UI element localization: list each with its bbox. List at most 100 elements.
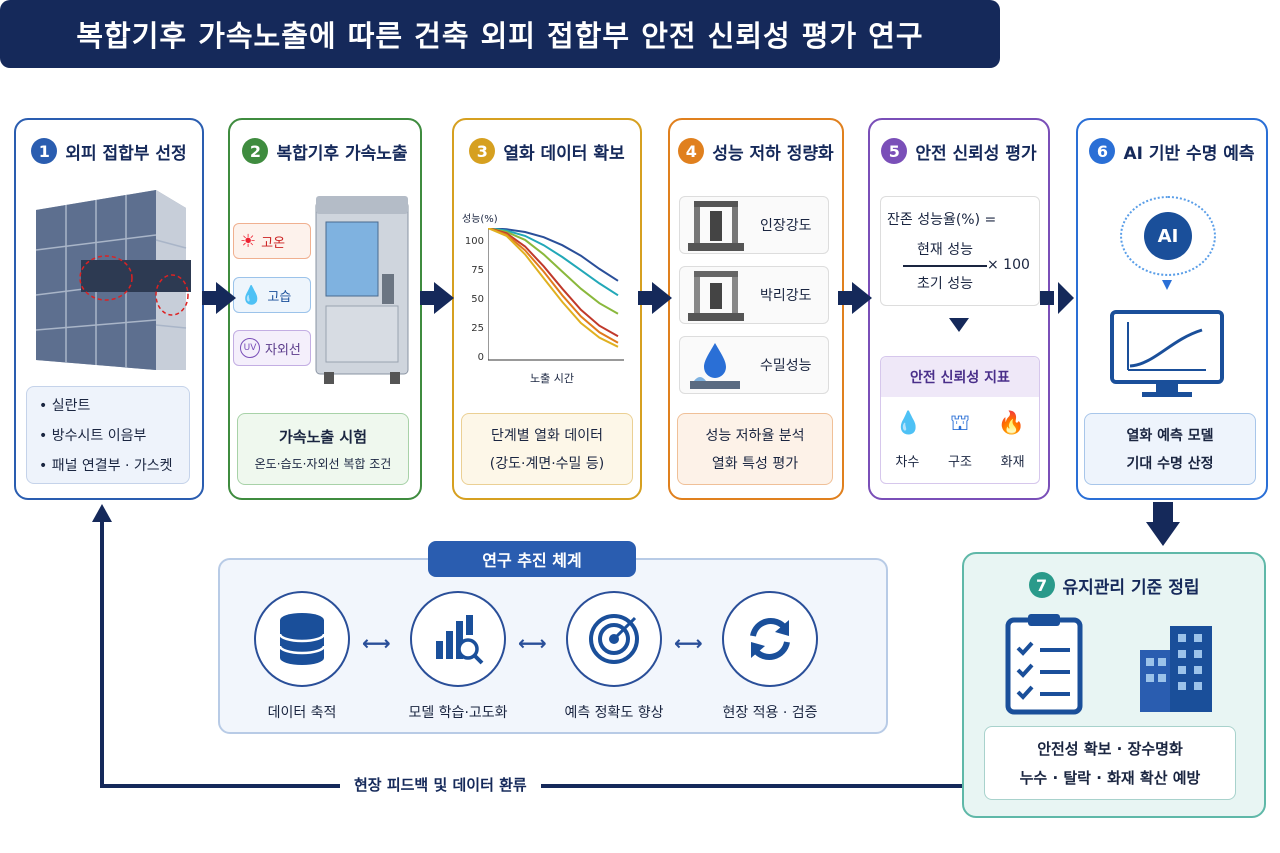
tensile-tester-icon (688, 201, 744, 251)
feedback-line-vertical (100, 520, 104, 788)
stage-5-header: 5 안전 신뢰성 평가 (870, 138, 1048, 164)
page-title: 복합기후 가속노출에 따른 건축 외피 접합부 안전 신뢰성 평가 연구 (0, 0, 1000, 68)
formula-fraction-bar (903, 265, 987, 267)
ai-badge: AI (1144, 212, 1192, 260)
climate-chamber-illustration (315, 196, 409, 384)
uv-icon: UV (240, 338, 260, 358)
condition-uv: UV 자외선 (233, 330, 311, 366)
safety-index-icons: 💧⛫🔥 (881, 411, 1039, 439)
goal-line2: 누수 · 탈락 · 화재 확산 예방 (1019, 769, 1201, 787)
target-icon (566, 591, 662, 687)
test-label: 박리강도 (760, 288, 812, 304)
refresh-cycle-icon (722, 591, 818, 687)
stage-7-goal-box: 안전성 확보 · 장수명화 누수 · 탈락 · 화재 확산 예방 (984, 726, 1236, 800)
formula-numerator: 현재 성능 (917, 242, 973, 258)
stage-6-header: 6 AI 기반 수명 예측 (1078, 138, 1266, 164)
framework-step-label: 예측 정확도 향상 (564, 705, 664, 721)
water-drop-icon (690, 343, 740, 389)
series-line-3 (488, 228, 619, 315)
condition-label: 고온 (261, 235, 286, 251)
index-label: 화재 (1000, 455, 1025, 470)
analytics-search-icon (410, 591, 506, 687)
chart-x-axis-label: 노출 시간 (530, 372, 574, 385)
test-title: 가속노출 시험 (278, 428, 368, 446)
goal-line1: 안전성 확보 · 장수명화 (1037, 740, 1183, 758)
checklist-icon (1005, 614, 1083, 715)
degradation-chart (488, 228, 624, 361)
y-tick-label: 0 (477, 352, 484, 363)
y-tick-label: 25 (471, 323, 484, 334)
down-arrow-icon (1146, 522, 1180, 546)
test-conditions: 온도·습도·자외선 복합 조건 (254, 457, 392, 471)
stage-4-number: 4 (678, 138, 705, 164)
data-box-line1: 단계별 열화 데이터 (491, 428, 603, 444)
stage-2-number: 2 (242, 138, 269, 164)
stage-4-analysis-box: 성능 저하율 분석 열화 특성 평가 (677, 413, 833, 485)
feedback-label: 현장 피드백 및 데이터 환류 (340, 774, 541, 795)
tensile-test-box: 인장강도 (679, 196, 829, 254)
framework-step-label: 모델 학습·고도화 (408, 705, 508, 721)
stage-5-title: 안전 신뢰성 평가 (915, 143, 1037, 164)
condition-label: 자외선 (265, 342, 301, 358)
stage-6-title: AI 기반 수명 예측 (1123, 143, 1255, 164)
stage-4-title: 성능 저하 정량화 (712, 143, 834, 164)
stage-7-title: 유지관리 기준 정립 (1062, 577, 1200, 598)
safety-index-labels: 차수 구조 화재 (881, 451, 1039, 470)
stage-1-item: • 실란트 (39, 398, 91, 414)
chart-y-axis-label: 성능(%) (462, 214, 498, 225)
stage-1-item: • 방수시트 이음부 (39, 428, 147, 444)
formula-multiplier: × 100 (987, 257, 1030, 273)
water-drop-icon: 💧 (894, 411, 923, 436)
structure-icon: ⛫ (949, 411, 971, 436)
condition-high-temp: ☀고온 (233, 223, 311, 259)
database-icon (254, 591, 350, 687)
stage-6-number: 6 (1089, 138, 1116, 164)
y-tick-label: 100 (464, 236, 484, 247)
bidirectional-arrow-icon: ⟷ (518, 631, 547, 655)
stage-7-number: 7 (1028, 572, 1055, 598)
formula-box: 잔존 성능율(%) = 현재 성능 초기 성능 × 100 (880, 196, 1040, 306)
series-line-2 (488, 228, 619, 297)
stage-3-data-box: 단계별 열화 데이터 (강도·계면·수밀 등) (461, 413, 633, 485)
series-line-6 (488, 228, 619, 348)
down-arrow-icon (949, 318, 969, 332)
model-line1: 열화 예측 모델 (1126, 428, 1214, 444)
framework-title: 연구 추진 체계 (428, 541, 636, 577)
test-label: 수밀성능 (760, 358, 812, 374)
index-label: 구조 (948, 455, 972, 470)
stage-3-number: 3 (469, 138, 496, 164)
peel-tester-icon (688, 271, 744, 321)
buildings-icon (1140, 626, 1212, 712)
stage-1-item: • 패널 연결부 · 가스켓 (39, 458, 173, 474)
stage-5-number: 5 (881, 138, 908, 164)
series-line-1 (488, 228, 619, 282)
stage-2-test-box: 가속노출 시험 온도·습도·자외선 복합 조건 (237, 413, 409, 485)
flow-arrow-icon (202, 282, 236, 314)
stage-4-header: 4 성능 저하 정량화 (670, 138, 842, 164)
analysis-line1: 성능 저하율 분석 (705, 428, 805, 444)
building-facade-illustration (35, 190, 191, 370)
condition-label: 고습 (267, 289, 292, 305)
formula-lhs: 잔존 성능율(%) = (887, 212, 997, 228)
stage-1-title: 외피 접합부 선정 (65, 143, 187, 164)
stage-3-title: 열화 데이터 확보 (503, 143, 625, 164)
series-line-5 (488, 228, 619, 344)
stage-1-items-box: • 실란트 • 방수시트 이음부 • 패널 연결부 · 가스켓 (26, 386, 190, 484)
analysis-line2: 열화 특성 평가 (711, 456, 799, 472)
y-tick-label: 75 (471, 265, 484, 276)
data-box-line2: (강도·계면·수밀 등) (489, 456, 605, 472)
peel-test-box: 박리강도 (679, 266, 829, 324)
watertight-test-box: 수밀성능 (679, 336, 829, 394)
framework-step-label: 현장 적용 · 검증 (722, 705, 818, 721)
flow-arrow-icon (1040, 282, 1074, 314)
bidirectional-arrow-icon: ⟷ (362, 631, 391, 655)
condition-high-humidity: 💧고습 (233, 277, 311, 313)
down-arrow-icon (1162, 280, 1172, 290)
y-tick-label: 50 (471, 294, 484, 305)
ai-brain-icon: AI (1120, 196, 1216, 276)
index-label: 차수 (895, 455, 920, 470)
flow-arrow-icon (420, 282, 454, 314)
